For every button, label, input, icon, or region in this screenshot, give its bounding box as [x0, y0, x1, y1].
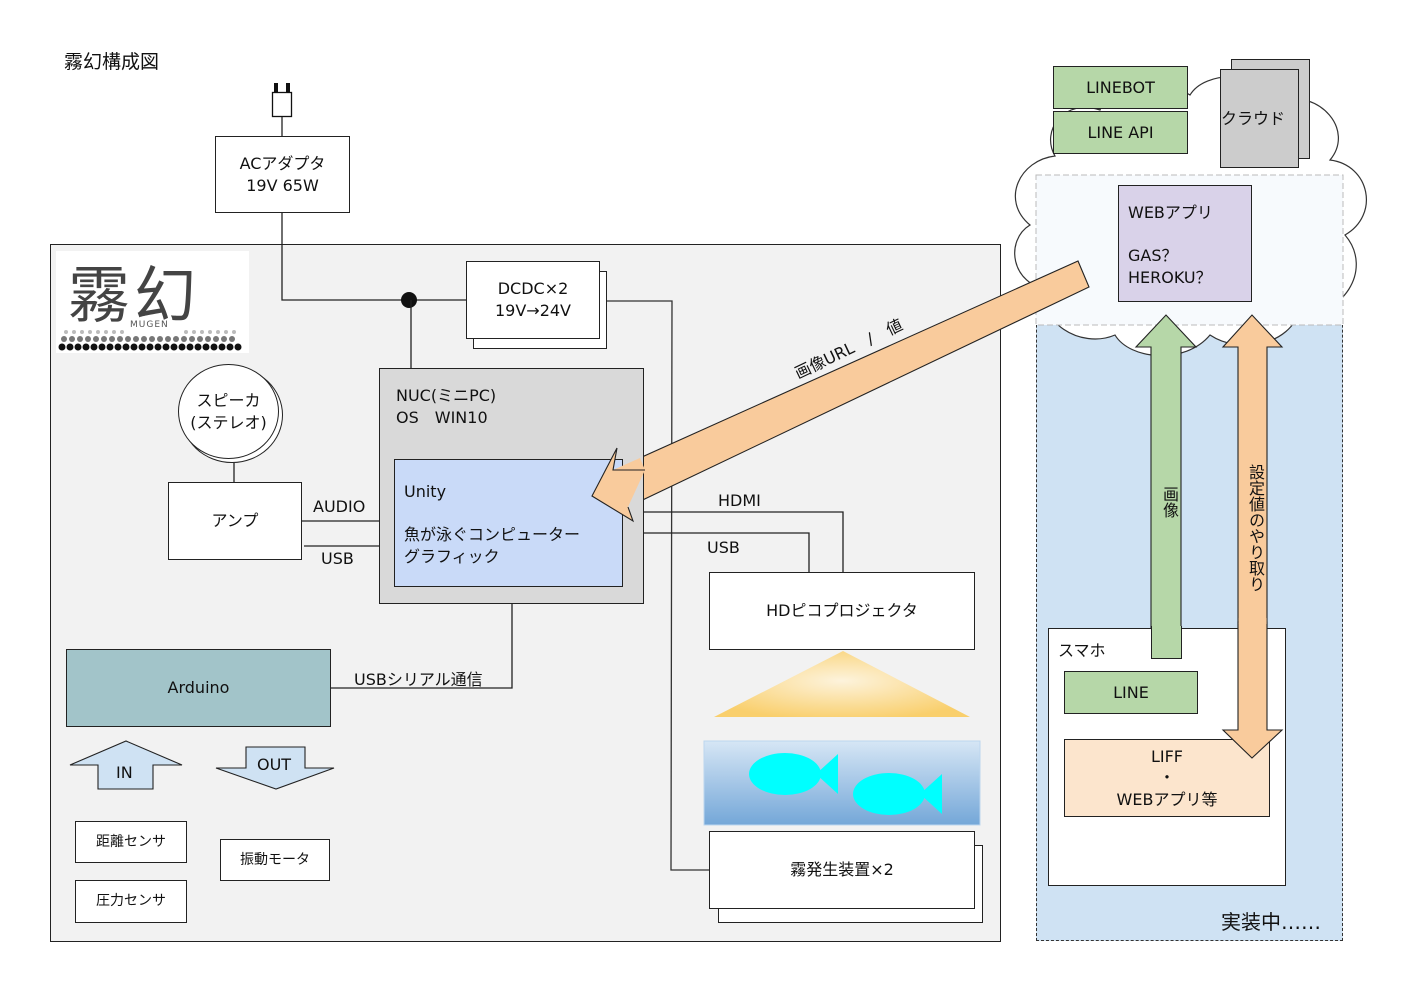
- image-arrow-label: 画像: [1160, 486, 1179, 518]
- unity-description: 魚が泳ぐコンピューター グラフィック: [404, 525, 581, 567]
- in-label: IN: [116, 763, 133, 782]
- hdmi-label: HDMI: [718, 491, 761, 510]
- out-arrow: [215, 746, 335, 790]
- out-label: OUT: [257, 755, 292, 774]
- mugen-logo: 霧幻 MUGEN: [56, 251, 249, 353]
- projection-light: [714, 651, 970, 717]
- settings-arrow-label: 設定値のやり取り: [1246, 464, 1265, 592]
- smartphone-label: スマホ: [1058, 641, 1106, 660]
- cloud-label: クラウド: [1221, 108, 1286, 128]
- ac-adapter-box: ACアダプタ 19V 65W: [215, 136, 350, 213]
- wire-hdmi: [643, 511, 844, 573]
- nuc-title: NUC(ミニPC) OS WIN10: [396, 386, 497, 428]
- dcdc-box: DCDC×2 19V→24V: [466, 261, 600, 339]
- wire-dcdc-fog: [600, 300, 710, 871]
- arduino-box: Arduino: [66, 649, 331, 727]
- unity-label: Unity: [404, 482, 447, 501]
- junction-dot: [401, 292, 417, 308]
- logo-kanji: 霧幻: [68, 259, 201, 332]
- fog-device-box: 霧発生装置×2: [709, 831, 975, 909]
- logo-subtitle: MUGEN: [130, 320, 169, 330]
- usb-amp-label: USB: [321, 549, 354, 568]
- unity-box: Unity 魚が泳ぐコンピューター グラフィック: [394, 459, 623, 587]
- audio-label: AUDIO: [313, 497, 366, 516]
- diagram-title: 霧幻構成図: [64, 51, 160, 73]
- distance-sensor-box: 距離センサ: [75, 821, 187, 863]
- liff-box: LIFF ・ WEBアプリ等: [1064, 739, 1270, 817]
- wire-usb-projector: [643, 532, 810, 573]
- image-arrow: [1134, 314, 1198, 659]
- usb-serial-label: USBシリアル通信: [354, 670, 483, 689]
- logo-dots: [58, 330, 242, 351]
- image-arrow-tail: [1151, 626, 1182, 659]
- fish-icon: [853, 773, 942, 815]
- webapp-box: WEBアプリ GAS？ HEROKU？: [1118, 185, 1252, 302]
- cloud-server-box: クラウド: [1220, 69, 1299, 168]
- linebot-box: LINEBOT: [1053, 66, 1188, 109]
- speaker-circle: スピーカ (ステレオ): [178, 364, 279, 459]
- fish-icon: [749, 753, 838, 795]
- line-app-box: LINE: [1064, 671, 1198, 714]
- line-api-box: LINE API: [1053, 111, 1188, 154]
- pressure-sensor-box: 圧力センサ: [75, 880, 187, 923]
- plug-icon: [271, 83, 293, 118]
- implementation-status: 実装中……: [1221, 910, 1321, 934]
- in-arrow: [69, 740, 183, 790]
- usb-projector-label: USB: [707, 538, 740, 557]
- vibration-motor-box: 振動モータ: [220, 839, 330, 881]
- amp-box: アンプ: [168, 482, 302, 560]
- projector-box: HDピコプロジェクタ: [709, 572, 975, 650]
- wire-usb-serial: [331, 604, 513, 689]
- webapp-label: WEBアプリ GAS？ HEROKU？: [1128, 203, 1213, 287]
